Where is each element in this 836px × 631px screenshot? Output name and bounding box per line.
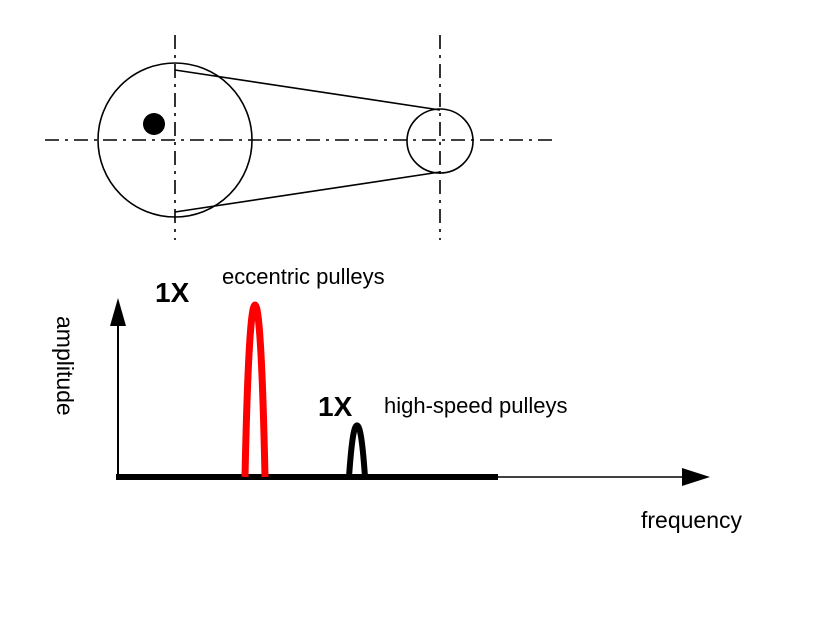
peak-high-speed-pulleys: [346, 422, 368, 478]
peak1-desc-label: eccentric pulleys: [222, 264, 385, 289]
pulley-assembly: [45, 35, 555, 240]
y-axis-label: amplitude: [52, 316, 78, 416]
spectrum-plot: 1X eccentric pulleys 1X high-speed pulle…: [52, 264, 743, 533]
x-axis-arrowhead: [682, 468, 710, 486]
peak-eccentric-pulleys: [241, 301, 269, 478]
y-axis-arrowhead: [110, 298, 126, 326]
peak2-order-label: 1X: [318, 391, 353, 422]
large-pulley: [97, 62, 253, 218]
small-pulley: [406, 108, 474, 174]
peak1-order-label: 1X: [155, 277, 190, 308]
x-axis-label: frequency: [641, 507, 743, 533]
belt-lower-span: [174, 171, 441, 213]
eccentric-mass-dot: [143, 113, 165, 135]
belt-upper-span: [174, 69, 441, 111]
peak2-desc-label: high-speed pulleys: [384, 393, 567, 418]
